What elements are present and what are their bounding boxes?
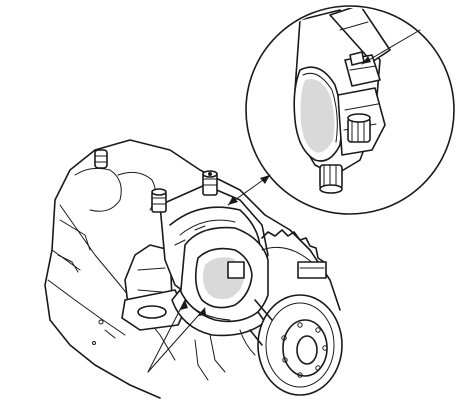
connecting-rod-bolt: [151, 188, 167, 213]
engine-block: [44, 139, 341, 399]
leader-arrow: [227, 174, 271, 206]
connecting-rod-bolt: [319, 164, 343, 194]
connecting-rod-assembly: [121, 170, 343, 396]
crankshaft-gear: [261, 229, 327, 279]
connecting-rod-bolt: [347, 113, 371, 143]
leader-lines-bearings: [147, 299, 206, 373]
zoom-callout-circle: [245, 5, 455, 215]
connecting-rod-bolt: [202, 170, 218, 196]
crankshaft-pulley: [249, 294, 343, 396]
